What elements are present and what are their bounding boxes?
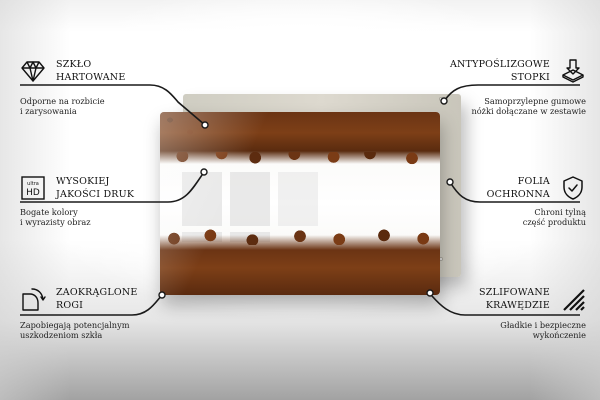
feature-title: STOPKI	[510, 72, 550, 83]
shield-check-icon	[563, 176, 583, 200]
svg-text:HD: HD	[26, 188, 40, 198]
glass-glare	[160, 112, 440, 295]
feature-description: Chroni tylną	[534, 207, 586, 217]
ultra-hd-icon: ultra HD	[21, 176, 45, 200]
window-reflection	[230, 172, 270, 226]
feature-title: FOLIA	[517, 176, 550, 187]
feature-title: KRAWĘDZIE	[485, 300, 550, 311]
coffee-beans-top	[160, 112, 440, 166]
rounded-corner-icon	[22, 288, 46, 311]
feature-anti-slip-feet: ANTYPOŚLIZGOWE STOPKI Samoprzylepne gumo…	[416, 56, 586, 116]
feature-description: i wyrazisty obraz	[20, 217, 91, 227]
feature-description: Odporne na rozbicie	[20, 96, 105, 106]
feature-hd-print: ultra HD WYSOKIEJ JAKOŚCI DRUK Bogate ko…	[20, 173, 190, 227]
feature-title: JAKOŚCI DRUK	[56, 189, 135, 200]
feature-title: HARTOWANE	[56, 72, 126, 83]
glass-print-panel	[160, 112, 440, 295]
feature-description: część produktu	[522, 217, 586, 227]
feature-ground-edges: SZLIFOWANE KRAWĘDZIE Gładkie i bezpieczn…	[416, 284, 586, 340]
ground-edge-stripes-icon	[563, 289, 585, 311]
feature-description: i zarysowania	[20, 106, 77, 116]
feature-title: ZAOKRĄGLONE	[56, 287, 138, 298]
feature-title: SZLIFOWANE	[479, 287, 550, 298]
feature-protective-film: FOLIA OCHRONNA Chroni tylną część produk…	[416, 173, 586, 227]
feature-title: WYSOKIEJ	[56, 176, 110, 187]
window-reflection	[278, 172, 318, 226]
feature-description: Zapobiegają potencjalnym	[20, 320, 130, 330]
feature-title: OCHRONNA	[486, 189, 550, 200]
feature-description: Gładkie i bezpieczne	[500, 320, 586, 330]
feature-description: wykończenie	[532, 330, 586, 340]
feature-rounded-corners: ZAOKRĄGLONE ROGI Zapobiegają potencjalny…	[20, 284, 190, 340]
svg-text:ultra: ultra	[27, 181, 39, 187]
feature-tempered-glass: SZKŁO HARTOWANE Odporne na rozbicie i za…	[20, 56, 190, 116]
feature-description: uszkodzeniom szkła	[20, 330, 103, 340]
press-down-arrow-icon	[562, 59, 584, 83]
feature-description: Samoprzylepne gumowe	[484, 96, 586, 106]
coffee-beans-bottom	[160, 229, 440, 295]
feature-title: SZKŁO	[56, 59, 92, 70]
feature-title: ROGI	[56, 300, 84, 311]
feature-description: nóżki dołączane w zestawie	[471, 106, 586, 116]
feature-description: Bogate kolory	[20, 207, 78, 217]
diamond-icon	[21, 61, 45, 82]
feature-title: ANTYPOŚLIZGOWE	[449, 59, 550, 70]
